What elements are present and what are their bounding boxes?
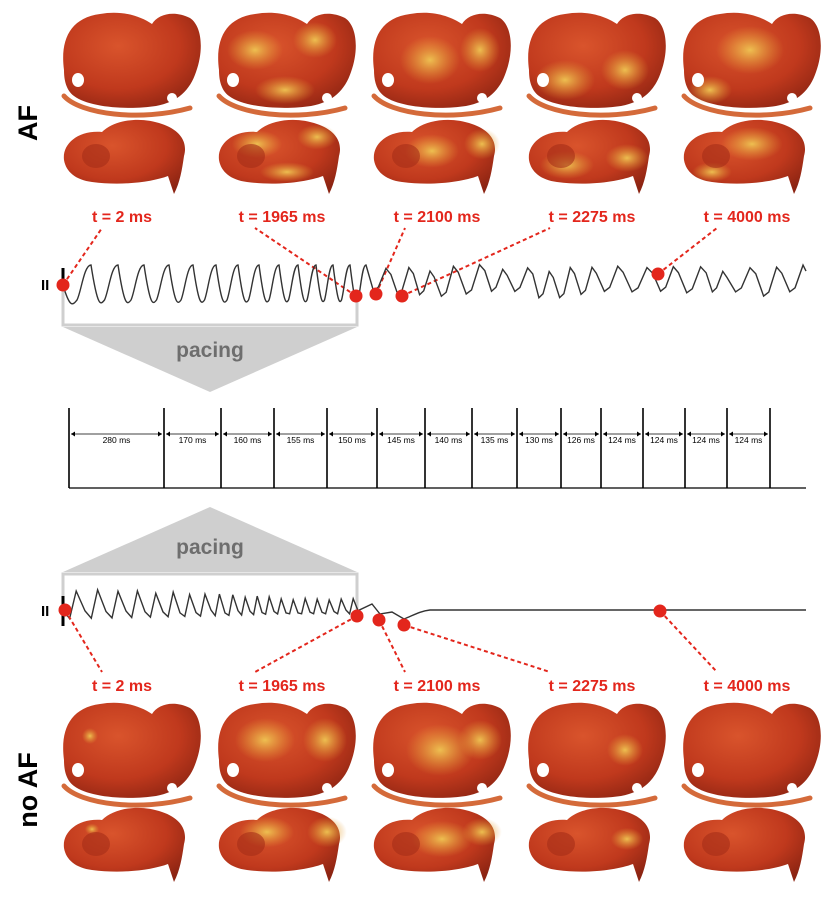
time-connector bbox=[62, 227, 103, 286]
time-label: t = 1965 ms bbox=[239, 209, 326, 226]
pacing-spikes bbox=[68, 408, 771, 488]
time-marker bbox=[58, 603, 72, 617]
interval-label: 130 ms bbox=[525, 435, 553, 445]
interval-label: 160 ms bbox=[234, 435, 262, 445]
time-connector bbox=[375, 227, 406, 295]
interval-arrowheads bbox=[645, 431, 683, 437]
atria-lateral-view bbox=[683, 119, 806, 194]
time-marker bbox=[349, 289, 363, 303]
af-panel: AF t = 2 ms t = 1965 ms t = 2100 ms t = 227… bbox=[13, 12, 821, 392]
no-af-lead-label: II bbox=[41, 603, 49, 620]
time-connector bbox=[378, 619, 406, 673]
af-pacing-funnel bbox=[63, 327, 357, 392]
no-af-pacing-bracket bbox=[61, 572, 359, 610]
time-marker bbox=[397, 618, 411, 632]
interval-label: 170 ms bbox=[179, 435, 207, 445]
af-condition-label: AF bbox=[13, 105, 43, 141]
af-time-connectors bbox=[62, 227, 718, 297]
time-label: t = 2100 ms bbox=[394, 678, 481, 695]
interval-arrowheads bbox=[563, 431, 599, 437]
atria-top-view bbox=[61, 702, 201, 808]
interval-label: 150 ms bbox=[338, 435, 366, 445]
interval-label: 124 ms bbox=[608, 435, 636, 445]
atria-lateral-view bbox=[528, 807, 651, 882]
af-heart-renderings bbox=[61, 12, 821, 194]
no-af-time-labels: t = 2 ms t = 1965 ms t = 2100 ms t = 2275 m… bbox=[92, 678, 790, 695]
atria-top-view bbox=[216, 702, 356, 808]
time-label: t = 4000 ms bbox=[704, 678, 791, 695]
no-af-pacing-funnel bbox=[63, 507, 357, 572]
time-connector bbox=[403, 624, 551, 673]
time-marker bbox=[651, 267, 665, 281]
no-af-pacing-label: pacing bbox=[176, 536, 244, 559]
atria-top-view bbox=[681, 12, 821, 118]
no-af-time-connectors bbox=[64, 609, 718, 673]
time-connector bbox=[64, 609, 103, 673]
interval-label: 140 ms bbox=[435, 435, 463, 445]
atria-top-view bbox=[371, 12, 511, 118]
af-pacing-bracket bbox=[61, 290, 359, 327]
time-label: t = 2 ms bbox=[92, 209, 152, 226]
atria-lateral-view bbox=[218, 119, 341, 194]
atria-top-view bbox=[681, 702, 821, 808]
atria-lateral-view bbox=[218, 807, 347, 882]
atria-top-view bbox=[371, 702, 511, 808]
interval-arrowheads bbox=[603, 431, 641, 437]
no-af-ecg-trace bbox=[62, 587, 806, 621]
interval-label: 155 ms bbox=[287, 435, 315, 445]
time-label: t = 2275 ms bbox=[549, 678, 636, 695]
time-connector bbox=[401, 227, 551, 297]
no-af-panel: pacing II t = 2 ms t = 1965 ms t = 2100 ms… bbox=[13, 507, 821, 882]
time-connector bbox=[659, 610, 718, 673]
interval-label: 124 ms bbox=[735, 435, 763, 445]
time-marker bbox=[395, 289, 409, 303]
atria-lateral-view bbox=[373, 807, 502, 882]
interval-arrowheads bbox=[687, 431, 725, 437]
af-time-labels: t = 2 ms t = 1965 ms t = 2100 ms t = 2275 m… bbox=[92, 209, 790, 226]
time-label: t = 2100 ms bbox=[394, 209, 481, 226]
time-marker bbox=[369, 287, 383, 301]
pacing-protocol: 280 ms 170 ms 160 ms 155 ms 150 ms 145 ms 140 … bbox=[68, 408, 806, 489]
time-label: t = 1965 ms bbox=[239, 678, 326, 695]
no-af-heart-renderings bbox=[61, 702, 821, 882]
time-connector bbox=[657, 227, 718, 275]
interval-label: 126 ms bbox=[567, 435, 595, 445]
time-label: t = 2275 ms bbox=[549, 209, 636, 226]
time-marker bbox=[350, 609, 364, 623]
atria-top-view bbox=[61, 12, 201, 118]
af-lead-label: II bbox=[41, 277, 49, 294]
time-marker bbox=[653, 604, 667, 618]
time-label: t = 4000 ms bbox=[704, 209, 791, 226]
time-label: t = 2 ms bbox=[92, 678, 152, 695]
interval-label: 135 ms bbox=[481, 435, 509, 445]
atria-lateral-view bbox=[528, 119, 651, 194]
interval-arrowheads bbox=[729, 431, 768, 437]
atria-top-view bbox=[216, 12, 356, 118]
atria-lateral-view bbox=[683, 807, 806, 882]
af-ecg-trace bbox=[62, 263, 807, 305]
time-connector bbox=[254, 615, 358, 673]
af-pacing-label: pacing bbox=[176, 339, 244, 362]
af-time-markers bbox=[56, 267, 665, 303]
interval-label: 280 ms bbox=[103, 435, 131, 445]
interval-label: 124 ms bbox=[650, 435, 678, 445]
atria-lateral-view bbox=[63, 807, 186, 882]
no-af-condition-label: no AF bbox=[13, 752, 43, 827]
interval-arrowheads bbox=[519, 431, 559, 437]
atria-top-view bbox=[526, 12, 666, 118]
atria-lateral-view bbox=[63, 119, 186, 194]
interval-label: 124 ms bbox=[692, 435, 720, 445]
time-marker bbox=[56, 278, 70, 292]
atria-lateral-view bbox=[373, 119, 500, 194]
time-connector bbox=[254, 227, 357, 297]
no-af-time-markers bbox=[58, 603, 667, 632]
time-marker bbox=[372, 613, 386, 627]
interval-label: 145 ms bbox=[387, 435, 415, 445]
pacing-intervals: 280 ms 170 ms 160 ms 155 ms 150 ms 145 ms 140 … bbox=[71, 431, 768, 445]
atria-top-view bbox=[526, 702, 666, 808]
